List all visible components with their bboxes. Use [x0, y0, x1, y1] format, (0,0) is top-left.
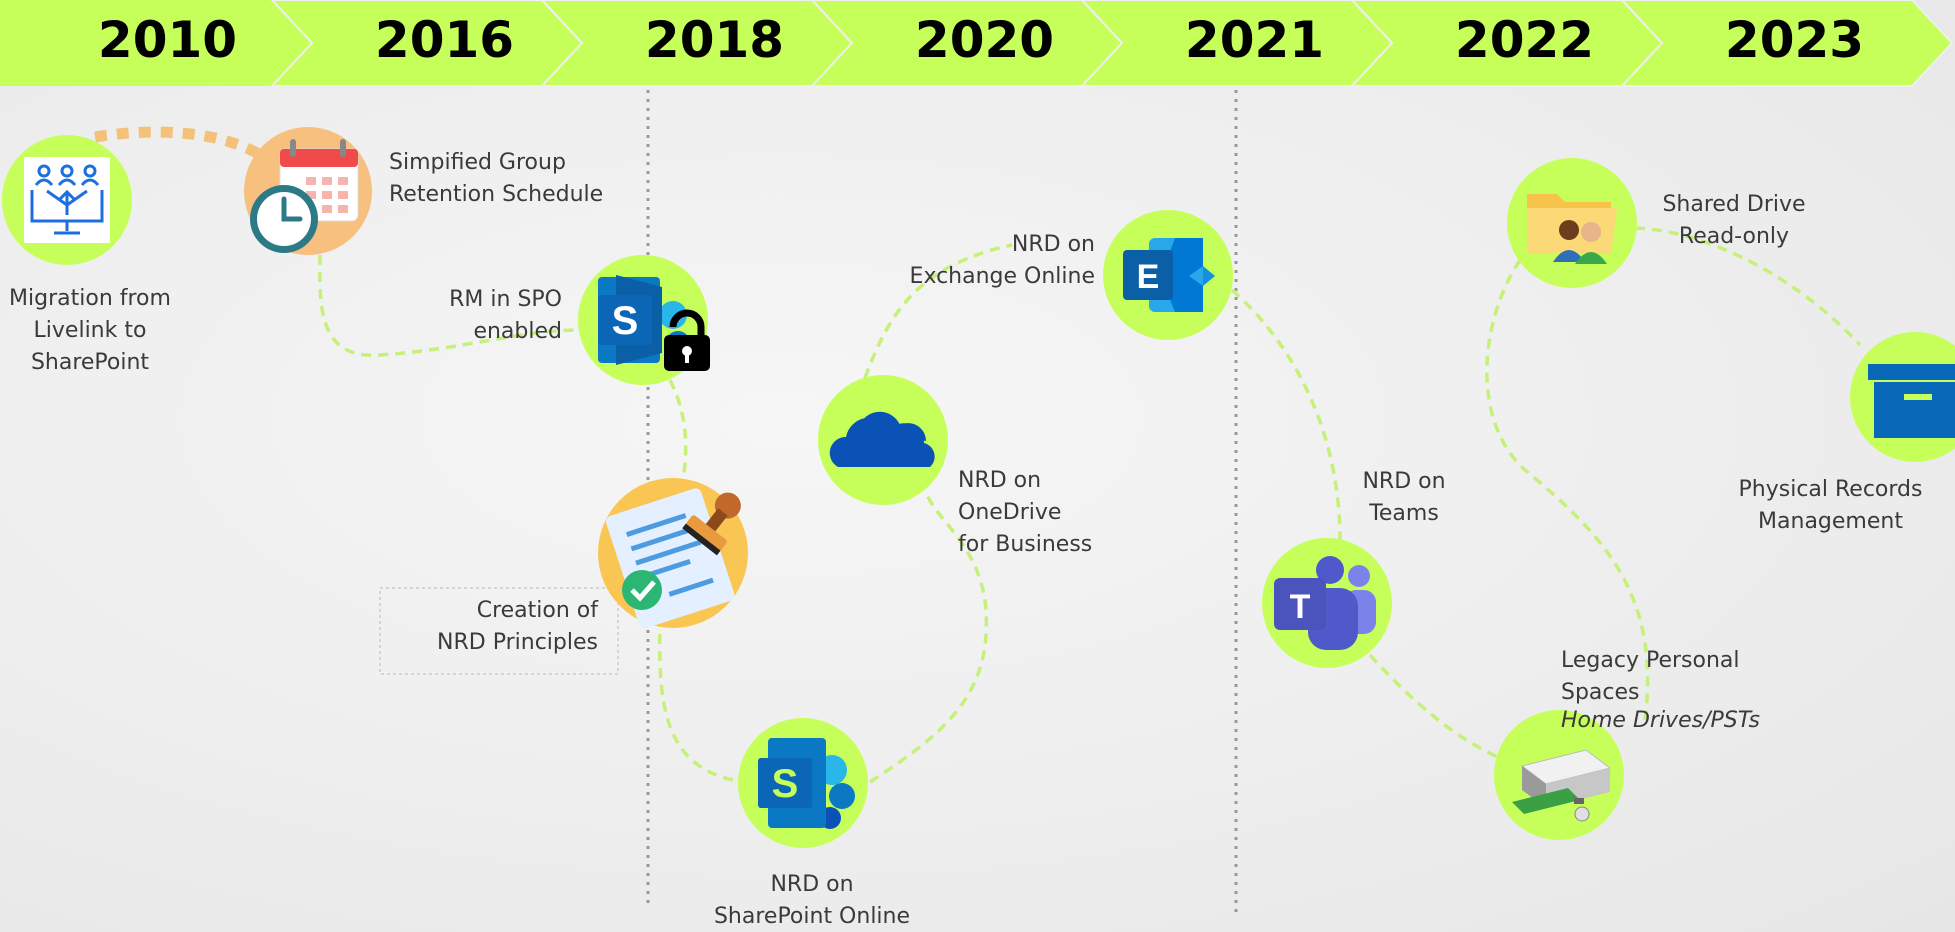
sharepoint-lock-icon: S: [598, 275, 710, 371]
legacy-node: [1494, 710, 1624, 840]
year-2018: 2018: [644, 11, 785, 69]
physical-records-node: [1850, 332, 1955, 462]
onedrive-cloud-icon: [829, 411, 935, 467]
principles-node: [598, 478, 748, 629]
year-2020: 2020: [914, 11, 1055, 69]
year-2023: 2023: [1724, 11, 1865, 69]
year-2010: 2010: [97, 11, 238, 69]
teams-icon: T: [1274, 556, 1376, 650]
org-chart-icon: [24, 157, 110, 243]
retention-node: [244, 127, 372, 255]
shared-drive-label: Shared Drive Read-only: [1662, 192, 1806, 249]
teams-letter: T: [1290, 588, 1311, 626]
exchange-icon: E: [1123, 238, 1215, 312]
document-stamp-icon: [605, 488, 741, 629]
hard-drive-icon: [1512, 749, 1612, 822]
teams-node: T: [1262, 538, 1392, 668]
exchange-node: E: [1103, 210, 1233, 340]
year-2016: 2016: [374, 11, 515, 69]
sharepoint-letter: S: [612, 299, 639, 343]
spo-label: NRD on SharePoint Online: [713, 872, 911, 929]
calendar-clock-icon: [250, 139, 359, 253]
legacy-sublabel: Home Drives/PSTs: [1561, 708, 1761, 733]
migration-node: [2, 135, 132, 265]
teams-label: NRD on Teams: [1362, 469, 1446, 526]
shared-drive-node: [1507, 158, 1637, 288]
exchange-label: NRD on Exchange Online: [909, 232, 1095, 289]
exchange-letter: E: [1137, 258, 1160, 296]
migration-label: Migration from Livelink to SharePoint: [9, 286, 171, 375]
onedrive-label: NRD on OneDrive for Business: [958, 468, 1093, 557]
rm-spo-node: S: [578, 255, 710, 385]
year-2021: 2021: [1184, 11, 1325, 69]
legacy-label: Legacy Personal Spaces Home Drives/PSTs: [1561, 645, 1760, 737]
physical-records-label: Physical Records Management: [1738, 477, 1923, 534]
year-chevron: [1619, 0, 1954, 87]
sharepoint-letter: S: [772, 762, 799, 806]
principles-label: Creation of NRD Principles: [437, 598, 598, 655]
timeline-path: [318, 226, 1862, 784]
rm-spo-label: RM in SPO enabled: [449, 287, 562, 344]
sharepoint-icon: S: [758, 738, 855, 829]
year-chevron: [0, 0, 312, 86]
archive-box-icon: [1868, 364, 1955, 438]
retention-label: Simpified Group Retention Schedule: [389, 150, 604, 207]
year-2022: 2022: [1454, 11, 1595, 69]
shared-folder-icon: [1527, 194, 1617, 264]
year-banner: [0, 0, 1954, 87]
spo-node: S: [738, 718, 868, 848]
onedrive-node: [818, 375, 948, 505]
